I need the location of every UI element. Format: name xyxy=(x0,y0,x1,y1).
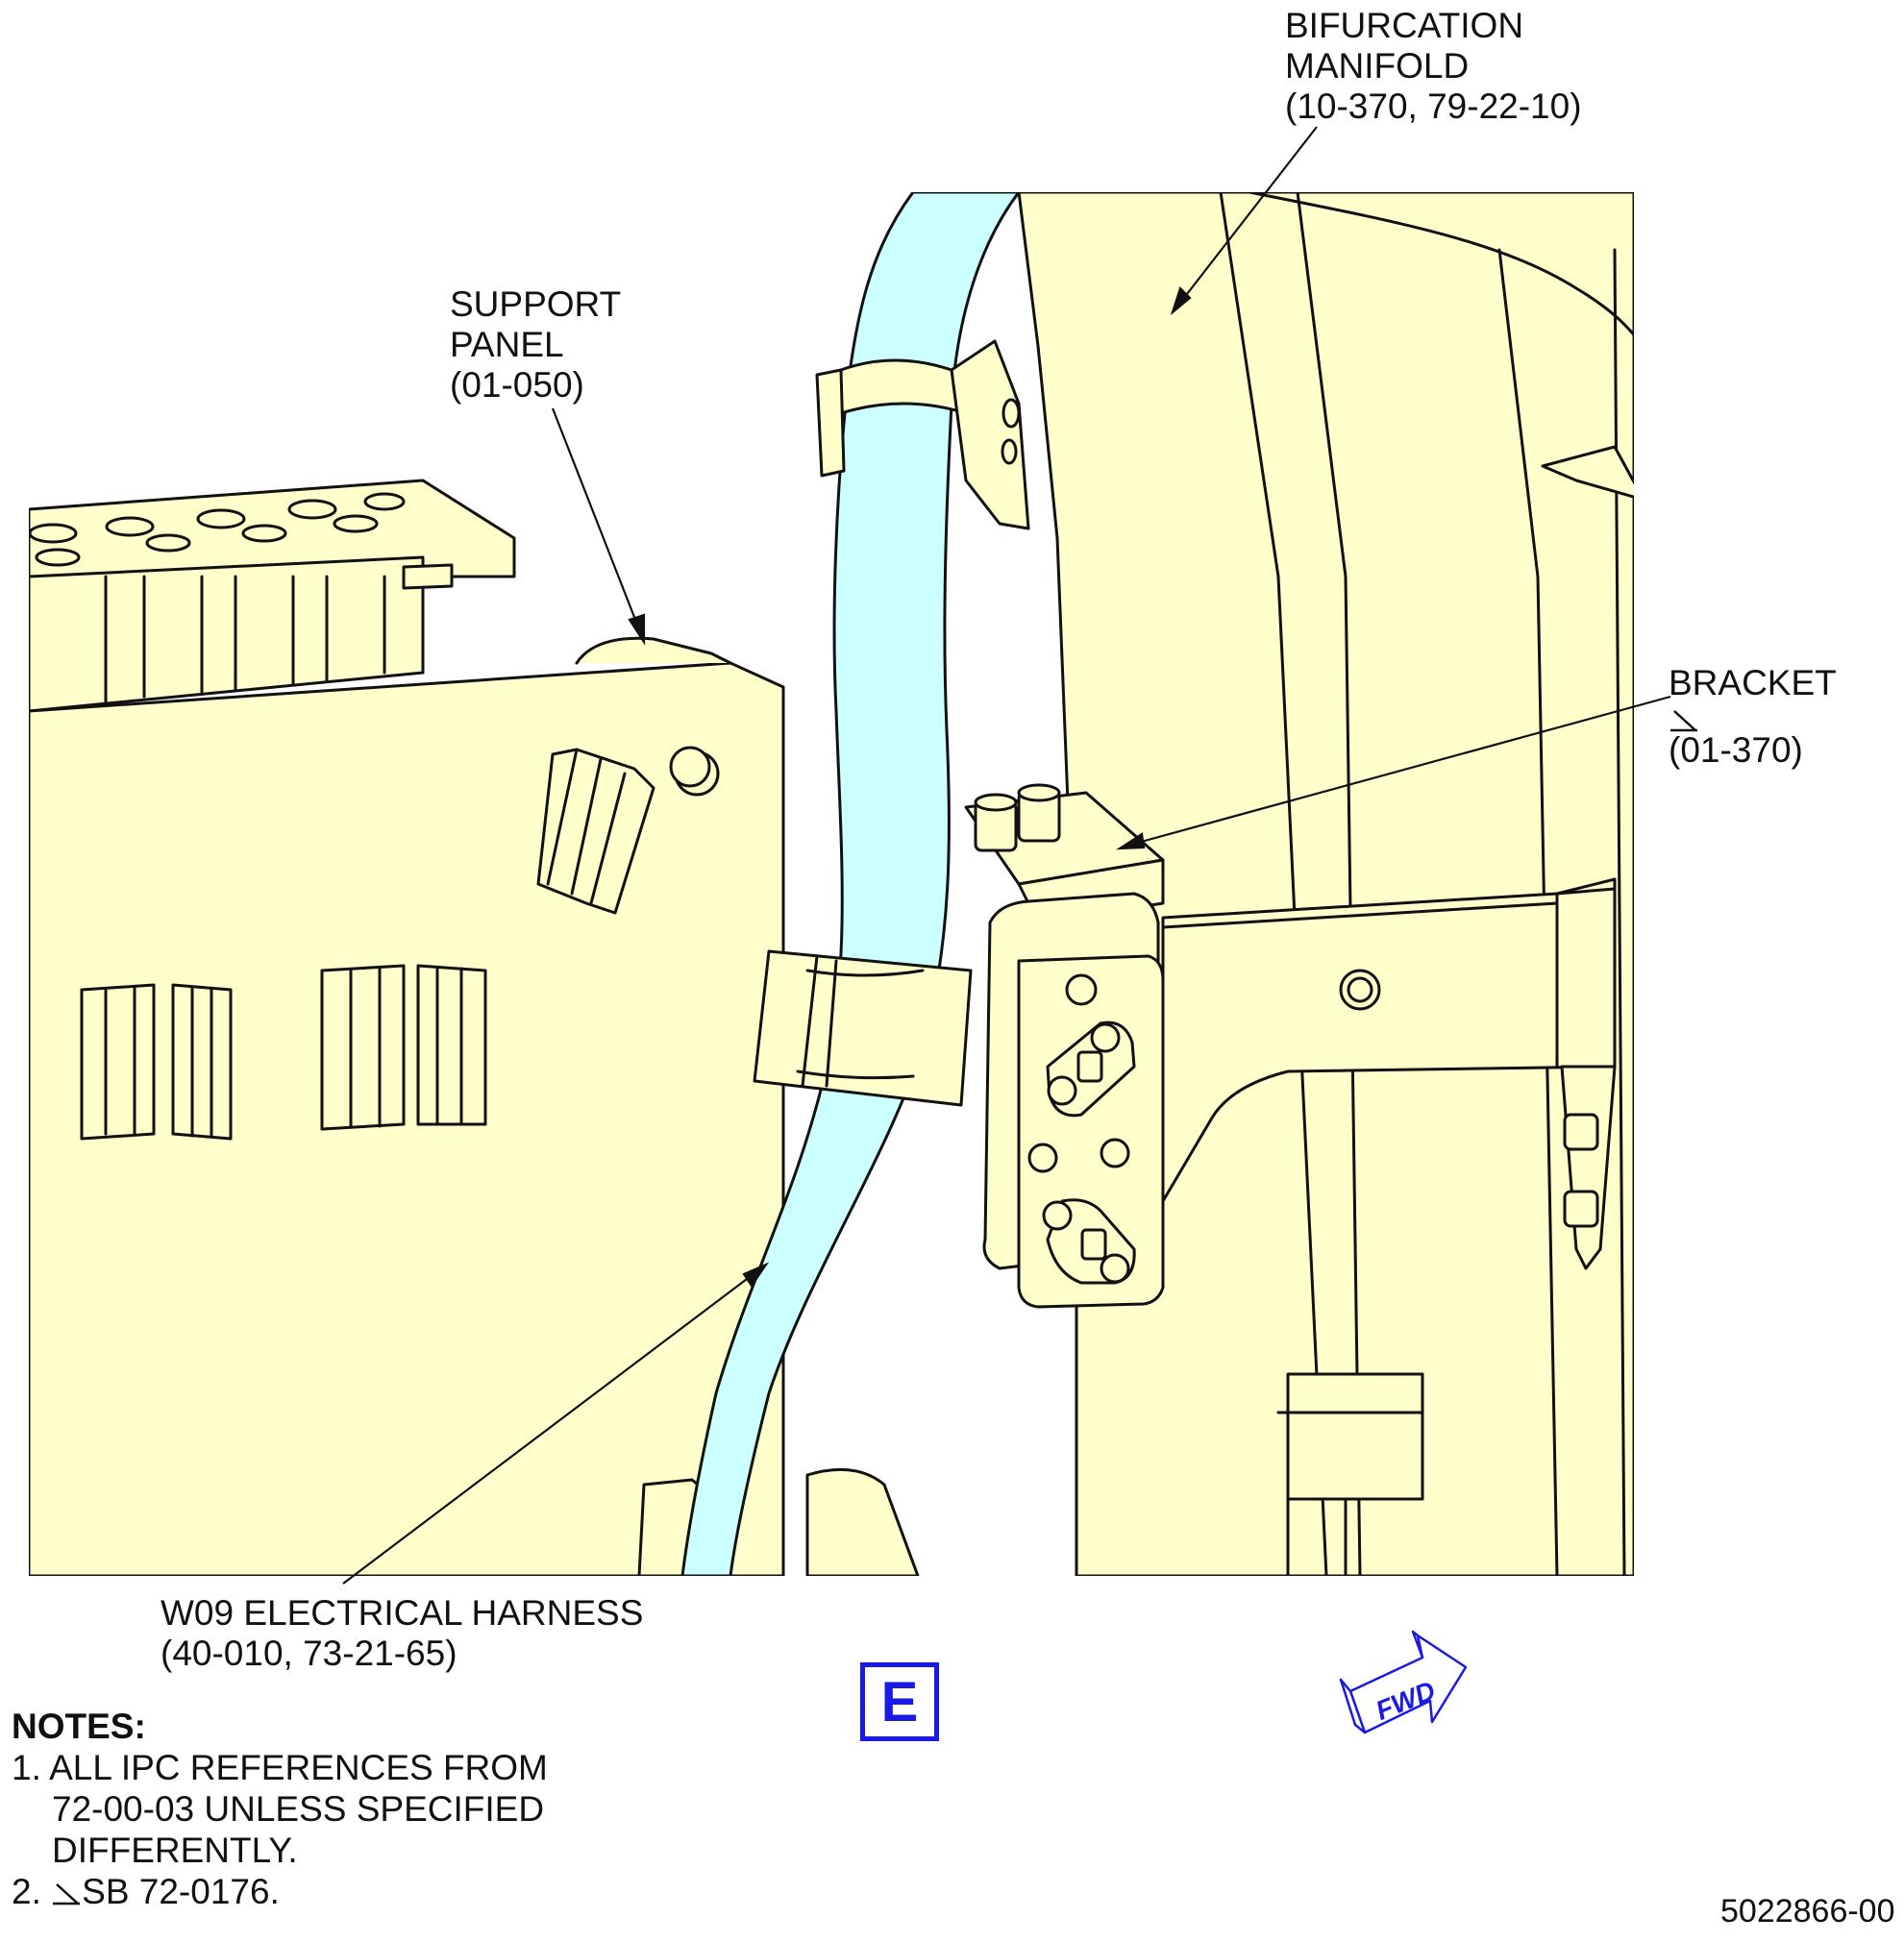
callout-line: W09 ELECTRICAL HARNESS xyxy=(161,1593,644,1633)
callout-line: PANEL xyxy=(450,325,564,364)
harness-leader xyxy=(342,1272,755,1585)
sb-flag-icon xyxy=(51,1877,82,1905)
notes-heading: NOTES: xyxy=(12,1707,146,1746)
callout-line: MANIFOLD xyxy=(1285,46,1470,86)
note-1-line-1: 1. ALL IPC REFERENCES FROM xyxy=(12,1748,548,1787)
callout-line: BRACKET xyxy=(1669,663,1837,702)
callout-line: BIFURCATION xyxy=(1285,6,1524,45)
callout-line: (01-370) xyxy=(1669,703,1837,771)
callout-line: (40-010, 73-21-65) xyxy=(161,1634,457,1673)
callout-line: SUPPORT xyxy=(450,284,622,324)
note-1-line-3: DIFFERENTLY. xyxy=(52,1831,298,1870)
callout-line: (01-050) xyxy=(450,365,584,405)
fwd-arrow-icon: FWD xyxy=(1339,1630,1468,1734)
notes-block: NOTES: 1. ALL IPC REFERENCES FROM 72-00-… xyxy=(12,1706,548,1912)
bracket xyxy=(964,783,1617,1309)
bifurcation-leader xyxy=(1179,126,1318,304)
harness-callout: W09 ELECTRICAL HARNESS (40-010, 73-21-65… xyxy=(161,1593,643,1674)
support-leader xyxy=(551,407,641,630)
note-2: 2. SB 72-0176. xyxy=(12,1871,548,1912)
view-label: E xyxy=(880,1670,919,1733)
sb-flag-icon xyxy=(1669,703,1699,732)
note-1-line-2: 72-00-03 UNLESS SPECIFIED xyxy=(52,1789,545,1829)
callout-line: (10-370, 79-22-10) xyxy=(1285,86,1582,126)
electrical-harness xyxy=(680,192,1030,1576)
bifurcation-manifold xyxy=(1017,192,1634,1576)
callout-text: (01-370) xyxy=(1669,730,1803,770)
support-panel-callout: SUPPORT PANEL (01-050) xyxy=(450,284,621,406)
view-label-box: E xyxy=(860,1662,939,1741)
bracket-leader xyxy=(1133,695,1671,846)
figure-id: 5022866-00 xyxy=(1720,1893,1895,1930)
note-2-number: 2. xyxy=(12,1872,41,1911)
bifurcation-manifold-callout: BIFURCATION MANIFOLD (10-370, 79-22-10) xyxy=(1285,6,1582,127)
note-2-text: SB 72-0176. xyxy=(82,1872,280,1911)
bracket-callout: BRACKET (01-370) xyxy=(1669,663,1837,771)
